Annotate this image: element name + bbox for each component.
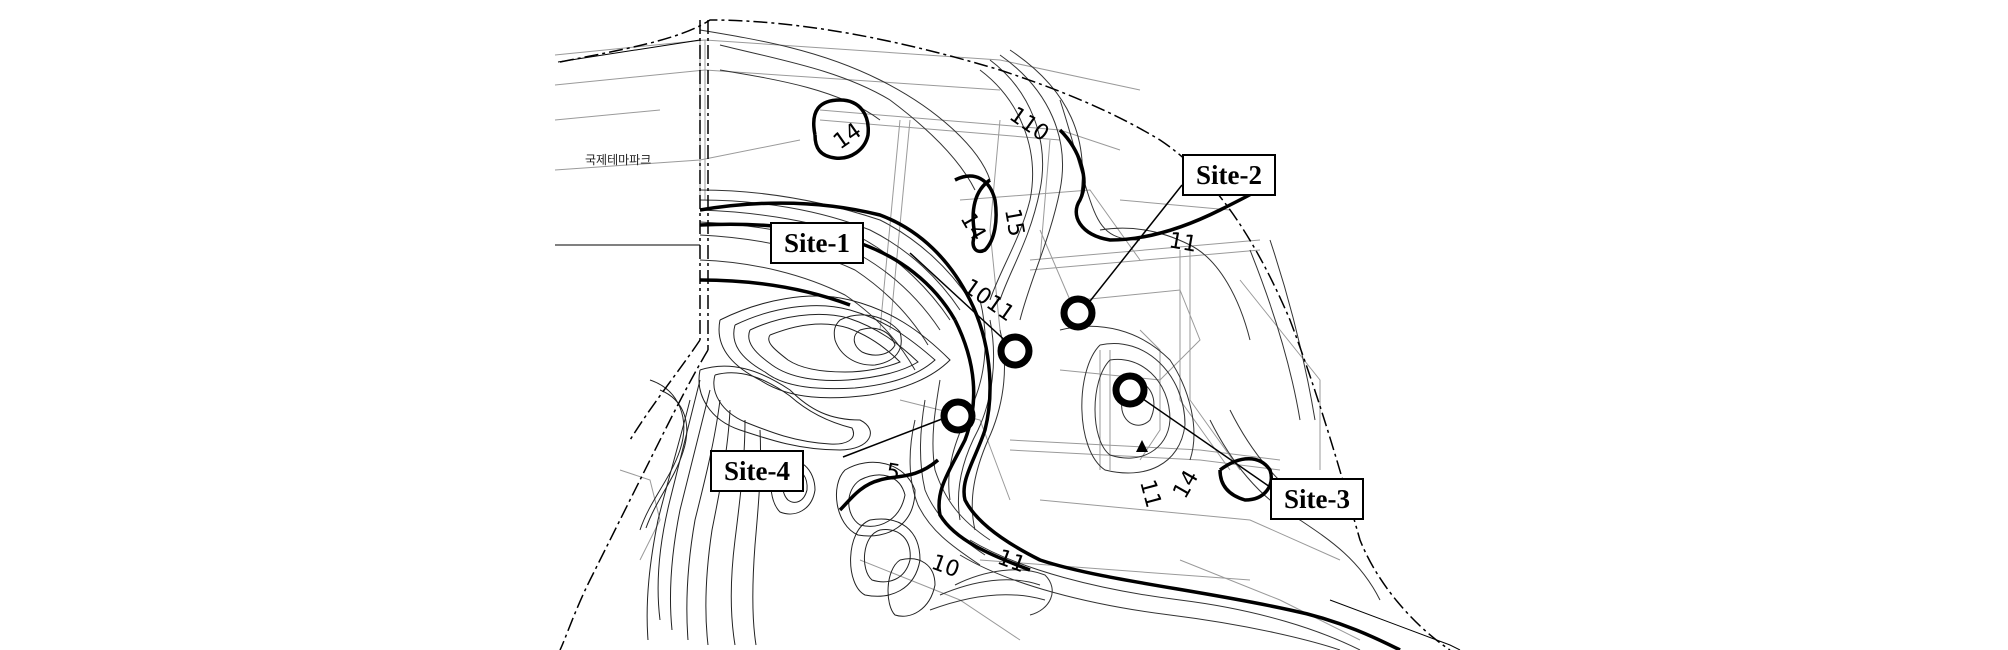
- leader-lines: [842, 184, 1271, 488]
- peak-marker: [1136, 440, 1148, 452]
- contour-label-10-bottom: 10: [928, 550, 963, 583]
- contour-label-110: 110: [1005, 102, 1054, 147]
- major-contours: [699, 98, 1401, 650]
- contour-label-5: 5: [884, 459, 902, 486]
- site-markers: [940, 295, 1148, 434]
- site-4-label: Site-4: [710, 450, 804, 492]
- site-2-marker: [1060, 295, 1096, 331]
- place-label: 국제테마파크: [585, 153, 652, 167]
- site-2-label: Site-2: [1182, 154, 1276, 196]
- contour-label-15: 15: [999, 207, 1028, 239]
- contour-label-11-lower: 11: [1134, 477, 1165, 511]
- area-boundary: [555, 39, 1461, 650]
- site-4-marker: [940, 398, 976, 434]
- contour-label-11-right: 11: [1167, 228, 1199, 257]
- contour-label-14-right: 14: [1169, 466, 1205, 503]
- site-3-marker: [1112, 372, 1148, 408]
- contour-label-14-mid: 14: [955, 209, 991, 246]
- site-1-label: Site-1: [770, 222, 864, 264]
- road-network: [554, 39, 1361, 641]
- site-1-marker: [997, 333, 1033, 369]
- hill-contours: [639, 295, 951, 646]
- contour-label-1011: 1011: [959, 274, 1019, 327]
- boundary-lines: [559, 19, 1451, 650]
- site-3-label: Site-3: [1270, 478, 1364, 520]
